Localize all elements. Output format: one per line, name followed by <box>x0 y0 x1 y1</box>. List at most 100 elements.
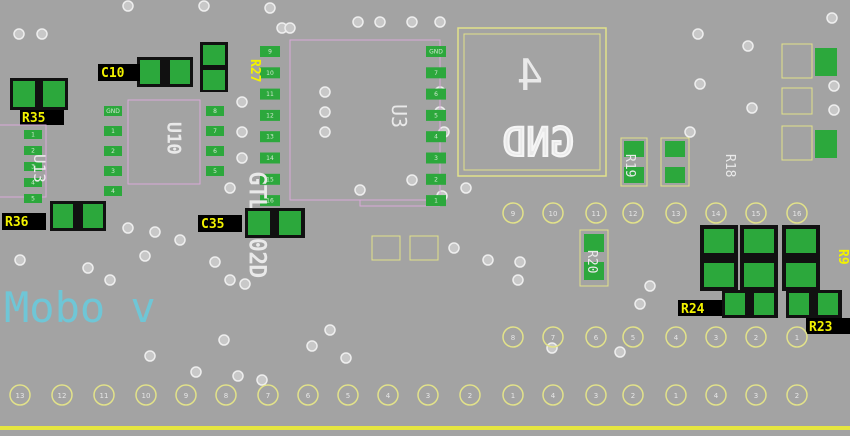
header-pin[interactable] <box>175 384 197 406</box>
header-pin[interactable] <box>665 326 687 348</box>
header-pin[interactable] <box>585 202 607 224</box>
mobo-silkscreen-text: Mobo v <box>4 283 156 332</box>
r36-component[interactable]: R36 <box>2 201 106 231</box>
header-pin[interactable] <box>786 202 808 224</box>
header-pin-number: 13 <box>672 210 681 218</box>
header-pin[interactable] <box>337 384 359 406</box>
pad <box>104 186 122 196</box>
r9-component[interactable]: R9 <box>782 225 850 291</box>
r24-component[interactable]: R24 <box>678 290 778 318</box>
header-pin-number: 10 <box>142 392 151 400</box>
header-pin[interactable] <box>745 384 767 406</box>
pad <box>426 88 446 100</box>
header-pin-number: 3 <box>426 392 430 400</box>
pad-label: 11 <box>266 91 274 98</box>
pad <box>426 67 446 79</box>
pad <box>260 88 280 100</box>
header-pin[interactable] <box>93 384 115 406</box>
via <box>319 126 331 138</box>
header-pin[interactable] <box>417 384 439 406</box>
header-pin[interactable] <box>502 326 524 348</box>
pad <box>24 194 42 203</box>
r35-component[interactable]: R35 <box>10 78 68 126</box>
pad-label: 4 <box>31 180 35 187</box>
header-pin-number: 5 <box>631 334 635 342</box>
pad-label: 2 <box>111 148 115 155</box>
right-edge-components[interactable] <box>781 43 837 161</box>
r19-component[interactable]: R19 <box>620 137 648 187</box>
header-pin[interactable] <box>542 384 564 406</box>
header-pin[interactable] <box>51 384 73 406</box>
pad-label: 5 <box>213 168 217 175</box>
r18-component[interactable]: R18 <box>660 137 737 187</box>
header-pin[interactable] <box>502 202 524 224</box>
header-pin[interactable] <box>745 326 767 348</box>
pad <box>260 46 280 57</box>
header-pin[interactable] <box>786 384 808 406</box>
via <box>284 22 296 34</box>
header-pin[interactable] <box>745 202 767 224</box>
header-pin-number: 3 <box>594 392 598 400</box>
pad-label: 4 <box>434 134 438 141</box>
via <box>742 40 754 52</box>
pad <box>426 152 446 164</box>
header-pin[interactable] <box>665 384 687 406</box>
r5-component[interactable]: R5 <box>700 225 766 291</box>
header-pin-number: 4 <box>674 334 679 342</box>
header-pin[interactable] <box>622 384 644 406</box>
header-pin[interactable] <box>585 384 607 406</box>
r20-component[interactable]: R20 <box>579 229 609 287</box>
c35-component[interactable]: C35 <box>198 208 305 238</box>
gnd-test-pad[interactable]: 4 GND <box>457 27 607 177</box>
header-pin[interactable] <box>705 384 727 406</box>
header-pin-number: 2 <box>795 392 799 400</box>
pad <box>260 109 280 121</box>
pad-label: 7 <box>213 128 217 135</box>
r7-component[interactable]: R7 <box>740 225 806 291</box>
pad <box>206 106 224 116</box>
pad-label: 5 <box>434 112 438 119</box>
c10-component[interactable]: C10 <box>98 57 193 87</box>
pad-label: 6 <box>213 148 217 155</box>
r24-label: R24 <box>681 302 705 317</box>
header-pin[interactable] <box>377 384 399 406</box>
via <box>746 102 758 114</box>
header-pin[interactable] <box>585 326 607 348</box>
header-pin[interactable] <box>622 326 644 348</box>
header-pin[interactable] <box>622 202 644 224</box>
pad <box>104 166 122 176</box>
header-pin[interactable] <box>502 384 524 406</box>
header-pin[interactable] <box>257 384 279 406</box>
header-pin[interactable] <box>135 384 157 406</box>
header-pin-number: 3 <box>754 392 758 400</box>
header-pin[interactable] <box>542 202 564 224</box>
r23-component[interactable]: R23 <box>786 290 850 335</box>
header-pin[interactable] <box>459 384 481 406</box>
header-pin[interactable] <box>705 202 727 224</box>
via <box>139 250 151 262</box>
pad-label: 8 <box>213 108 217 115</box>
pad-label: 1 <box>434 198 438 205</box>
header-pin-number: 12 <box>58 392 67 400</box>
header-pin[interactable] <box>215 384 237 406</box>
header-pin[interactable] <box>542 326 564 348</box>
header-pin[interactable] <box>297 384 319 406</box>
u10-label: U10 <box>163 122 184 155</box>
test-point-pads[interactable] <box>371 235 439 261</box>
header-pin[interactable] <box>705 326 727 348</box>
r18-label: R18 <box>722 154 737 177</box>
pad <box>24 130 42 139</box>
header-pin[interactable] <box>665 202 687 224</box>
header-pin[interactable] <box>9 384 31 406</box>
pad-label: 3 <box>434 155 438 162</box>
header-pin[interactable] <box>786 326 808 348</box>
r27-component[interactable]: R27 <box>200 42 262 92</box>
